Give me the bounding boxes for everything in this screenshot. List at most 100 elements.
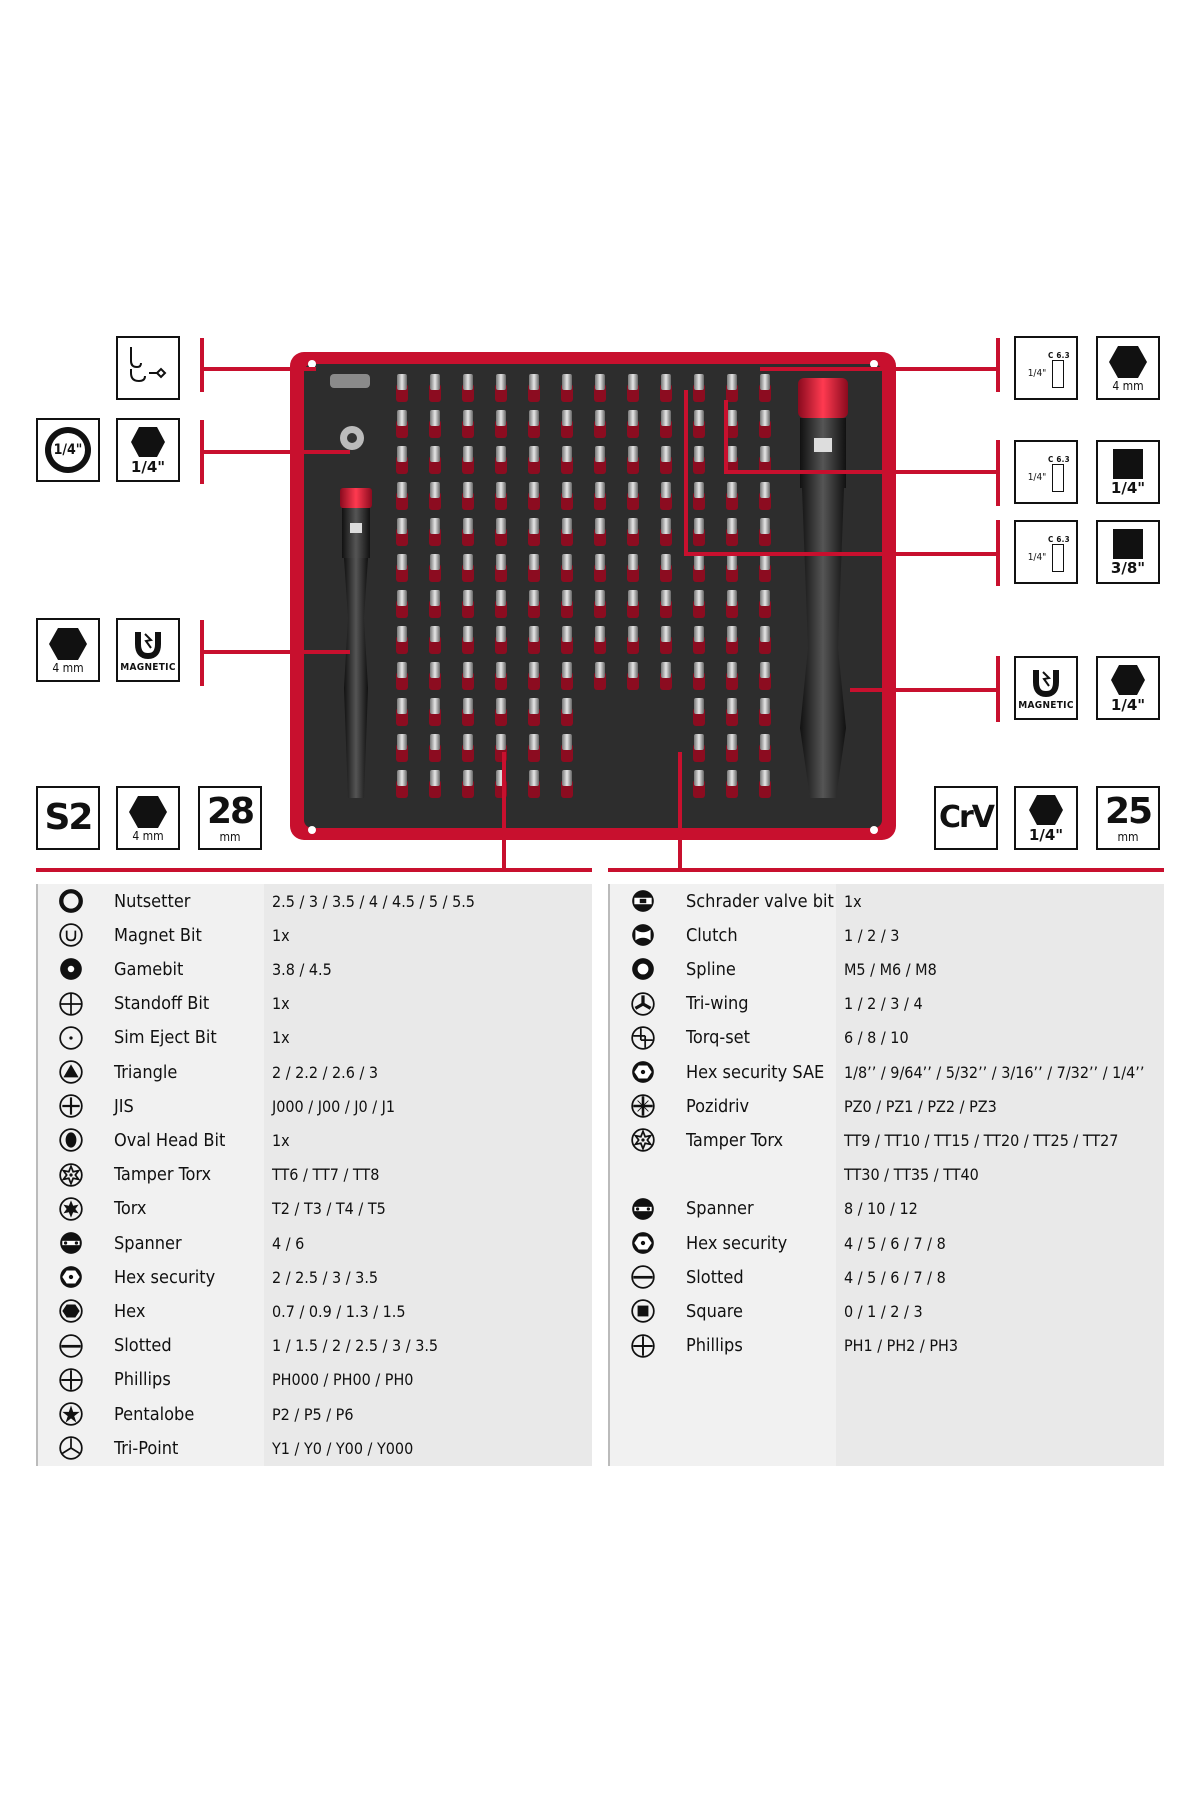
bit-slot — [693, 374, 705, 402]
hex-size-label: 1/4" — [1028, 826, 1064, 844]
bit-slot — [462, 662, 474, 690]
bit-slot — [693, 590, 705, 618]
bit-slot — [495, 554, 507, 582]
bit-type-name: Phillips — [114, 1369, 171, 1391]
square-size-label: 3/8" — [1110, 559, 1146, 577]
quarter-label: 1/4" — [1027, 368, 1047, 379]
bit-slot — [528, 446, 540, 474]
bit-slot — [561, 554, 573, 582]
bit-slot — [528, 374, 540, 402]
bit-slot — [627, 626, 639, 654]
bit-slot — [726, 662, 738, 690]
bit-slot — [660, 410, 672, 438]
bit-sizes: 4 / 5 / 6 / 7 / 8 — [844, 1267, 946, 1287]
bit-type-name: Schrader valve bit — [686, 890, 834, 912]
bit-sizes: J000 / J00 / J0 / J1 — [272, 1096, 396, 1116]
bit-sizes: 6 / 8 / 10 — [844, 1028, 909, 1048]
pentalobe-icon — [58, 1401, 84, 1427]
quarter-label: 1/4" — [1027, 472, 1047, 483]
bit-slot — [693, 770, 705, 798]
bit-type-name: Pentalobe — [114, 1403, 195, 1425]
c63-3-8-badge: C 6.3 1/4" — [1014, 520, 1078, 584]
bit-slot — [396, 698, 408, 726]
bit-sizes: 0.7 / 0.9 / 1.3 / 1.5 — [272, 1301, 406, 1321]
bit-slot — [396, 410, 408, 438]
bit-slot — [429, 482, 441, 510]
right-values-bg — [836, 884, 1164, 1466]
hex-icon — [58, 1298, 84, 1324]
magnetic-label: MAGNETIC — [1018, 699, 1074, 711]
magnet-bit-icon — [58, 922, 84, 948]
hexagon-icon — [1029, 795, 1063, 825]
bit-slot — [396, 734, 408, 762]
table-row: Spanner 8 / 10 / 12 — [608, 1192, 1164, 1226]
bit-outline-icon — [1052, 359, 1065, 388]
bit-slot — [396, 518, 408, 546]
bit-slot — [660, 518, 672, 546]
bit-slot — [693, 518, 705, 546]
jis-icon — [58, 1093, 84, 1119]
bit-slot — [462, 518, 474, 546]
bit-sizes: P2 / P5 / P6 — [272, 1404, 354, 1424]
bit-slot — [660, 482, 672, 510]
bit-slot — [495, 482, 507, 510]
bit-slot — [462, 590, 474, 618]
c63-quarter-square-badge: C 6.3 1/4" — [1014, 440, 1078, 504]
bit-slot — [528, 698, 540, 726]
bit-type-name: Clutch — [686, 924, 738, 946]
bit-slot — [660, 374, 672, 402]
bit-slot — [627, 374, 639, 402]
bit-slot — [627, 482, 639, 510]
bit-slot — [528, 734, 540, 762]
4mm-hex-badge: 4 mm — [36, 618, 100, 682]
phillips-icon — [58, 1367, 84, 1393]
crv-label: CrV — [938, 800, 995, 835]
bit-slot — [594, 554, 606, 582]
hex-size-label: 1/4" — [1110, 696, 1146, 714]
bit-slot — [759, 734, 771, 762]
leader-line — [200, 650, 350, 654]
hex-security-icon — [630, 1230, 656, 1256]
bit-type-name: JIS — [114, 1095, 134, 1117]
bit-type-name: Hex security SAE — [686, 1061, 825, 1083]
bit-type-name: Tamper Torx — [114, 1164, 212, 1186]
c63-label: C 6.3 — [1047, 350, 1070, 360]
leader-line — [200, 367, 316, 371]
bit-type-name: Magnet Bit — [114, 924, 202, 946]
bit-slot — [726, 446, 738, 474]
bit-slot — [594, 374, 606, 402]
bit-sizes: 2 / 2.2 / 2.6 / 3 — [272, 1062, 379, 1082]
length-28mm-badge: 28 mm — [198, 786, 262, 850]
bit-slot — [759, 410, 771, 438]
gamebit-icon — [58, 956, 84, 982]
left-values-bg — [264, 884, 592, 1466]
bit-sizes: 8 / 10 / 12 — [844, 1199, 918, 1219]
bit-slot — [660, 662, 672, 690]
bit-slot — [594, 446, 606, 474]
divider-line — [608, 868, 1164, 872]
bit-slot — [693, 662, 705, 690]
bit-sizes: PH000 / PH00 / PH0 — [272, 1370, 414, 1390]
quarter-hex-badge-right: 1/4" — [1096, 656, 1160, 720]
bit-slot — [561, 518, 573, 546]
bit-slot — [627, 410, 639, 438]
bit-type-name: Spanner — [686, 1198, 754, 1220]
spanner-icon — [58, 1230, 84, 1256]
schrader-icon — [630, 888, 656, 914]
bit-type-name: Oval Head Bit — [114, 1129, 226, 1151]
bit-sizes: T2 / T3 / T4 / T5 — [272, 1199, 386, 1219]
square-quarter-badge: 1/4" — [1096, 440, 1160, 504]
clutch-icon — [630, 922, 656, 948]
length-value: 25 — [1104, 790, 1153, 832]
square-3-8-badge: 3/8" — [1096, 520, 1160, 584]
bit-slot — [462, 770, 474, 798]
bit-type-name: Triangle — [114, 1061, 178, 1083]
bit-slot — [561, 410, 573, 438]
bit-slot — [561, 734, 573, 762]
bit-sizes: 1x — [844, 891, 862, 911]
